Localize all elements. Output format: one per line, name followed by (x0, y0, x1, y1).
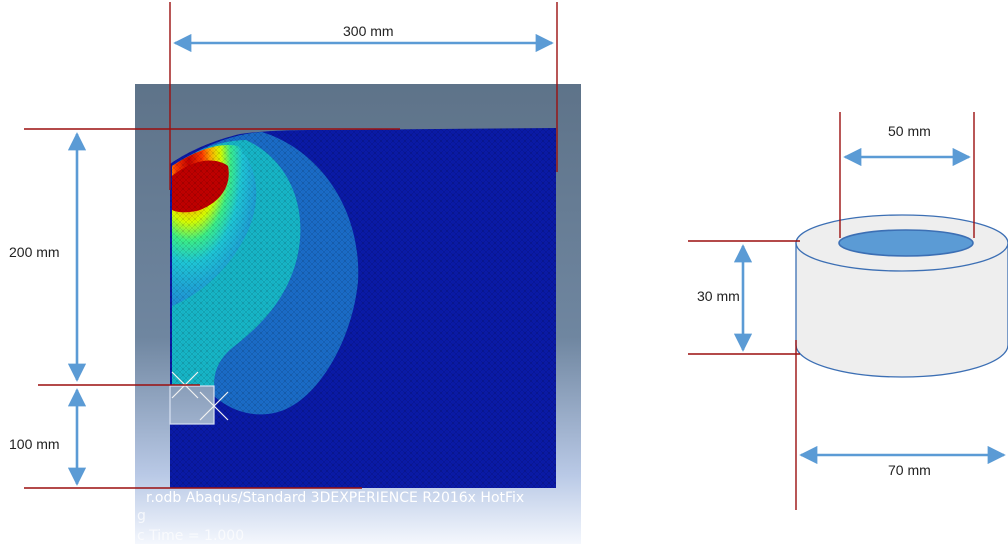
cylinder-sketch (795, 214, 1008, 378)
inner-diameter-label: 50 mm (888, 123, 931, 139)
cylinder-height-label: 30 mm (697, 288, 740, 304)
viewport-footer: r.odb Abaqus/Standard 3DEXPERIENCE R2016… (146, 490, 525, 506)
fe-dimension-lines (24, 2, 558, 489)
cylinder-dimension-lines (688, 112, 975, 510)
cylinder-hole (838, 229, 974, 257)
fe-dimension-arrows (67, 33, 554, 486)
notch-outline (169, 385, 215, 425)
cylinder-body (795, 242, 1008, 378)
outer-diameter-label: 70 mm (888, 462, 931, 478)
width-label: 300 mm (343, 23, 394, 39)
mesh-texture (170, 128, 556, 488)
viewport-footer-time: c Time = 1.000 (137, 528, 245, 544)
height-upper-label: 200 mm (9, 244, 60, 260)
viewport-footer-step: g (137, 508, 146, 524)
height-lower-label: 100 mm (9, 436, 60, 452)
fe-viewport (135, 84, 581, 544)
cylinder-dimension-arrows (733, 147, 1006, 465)
